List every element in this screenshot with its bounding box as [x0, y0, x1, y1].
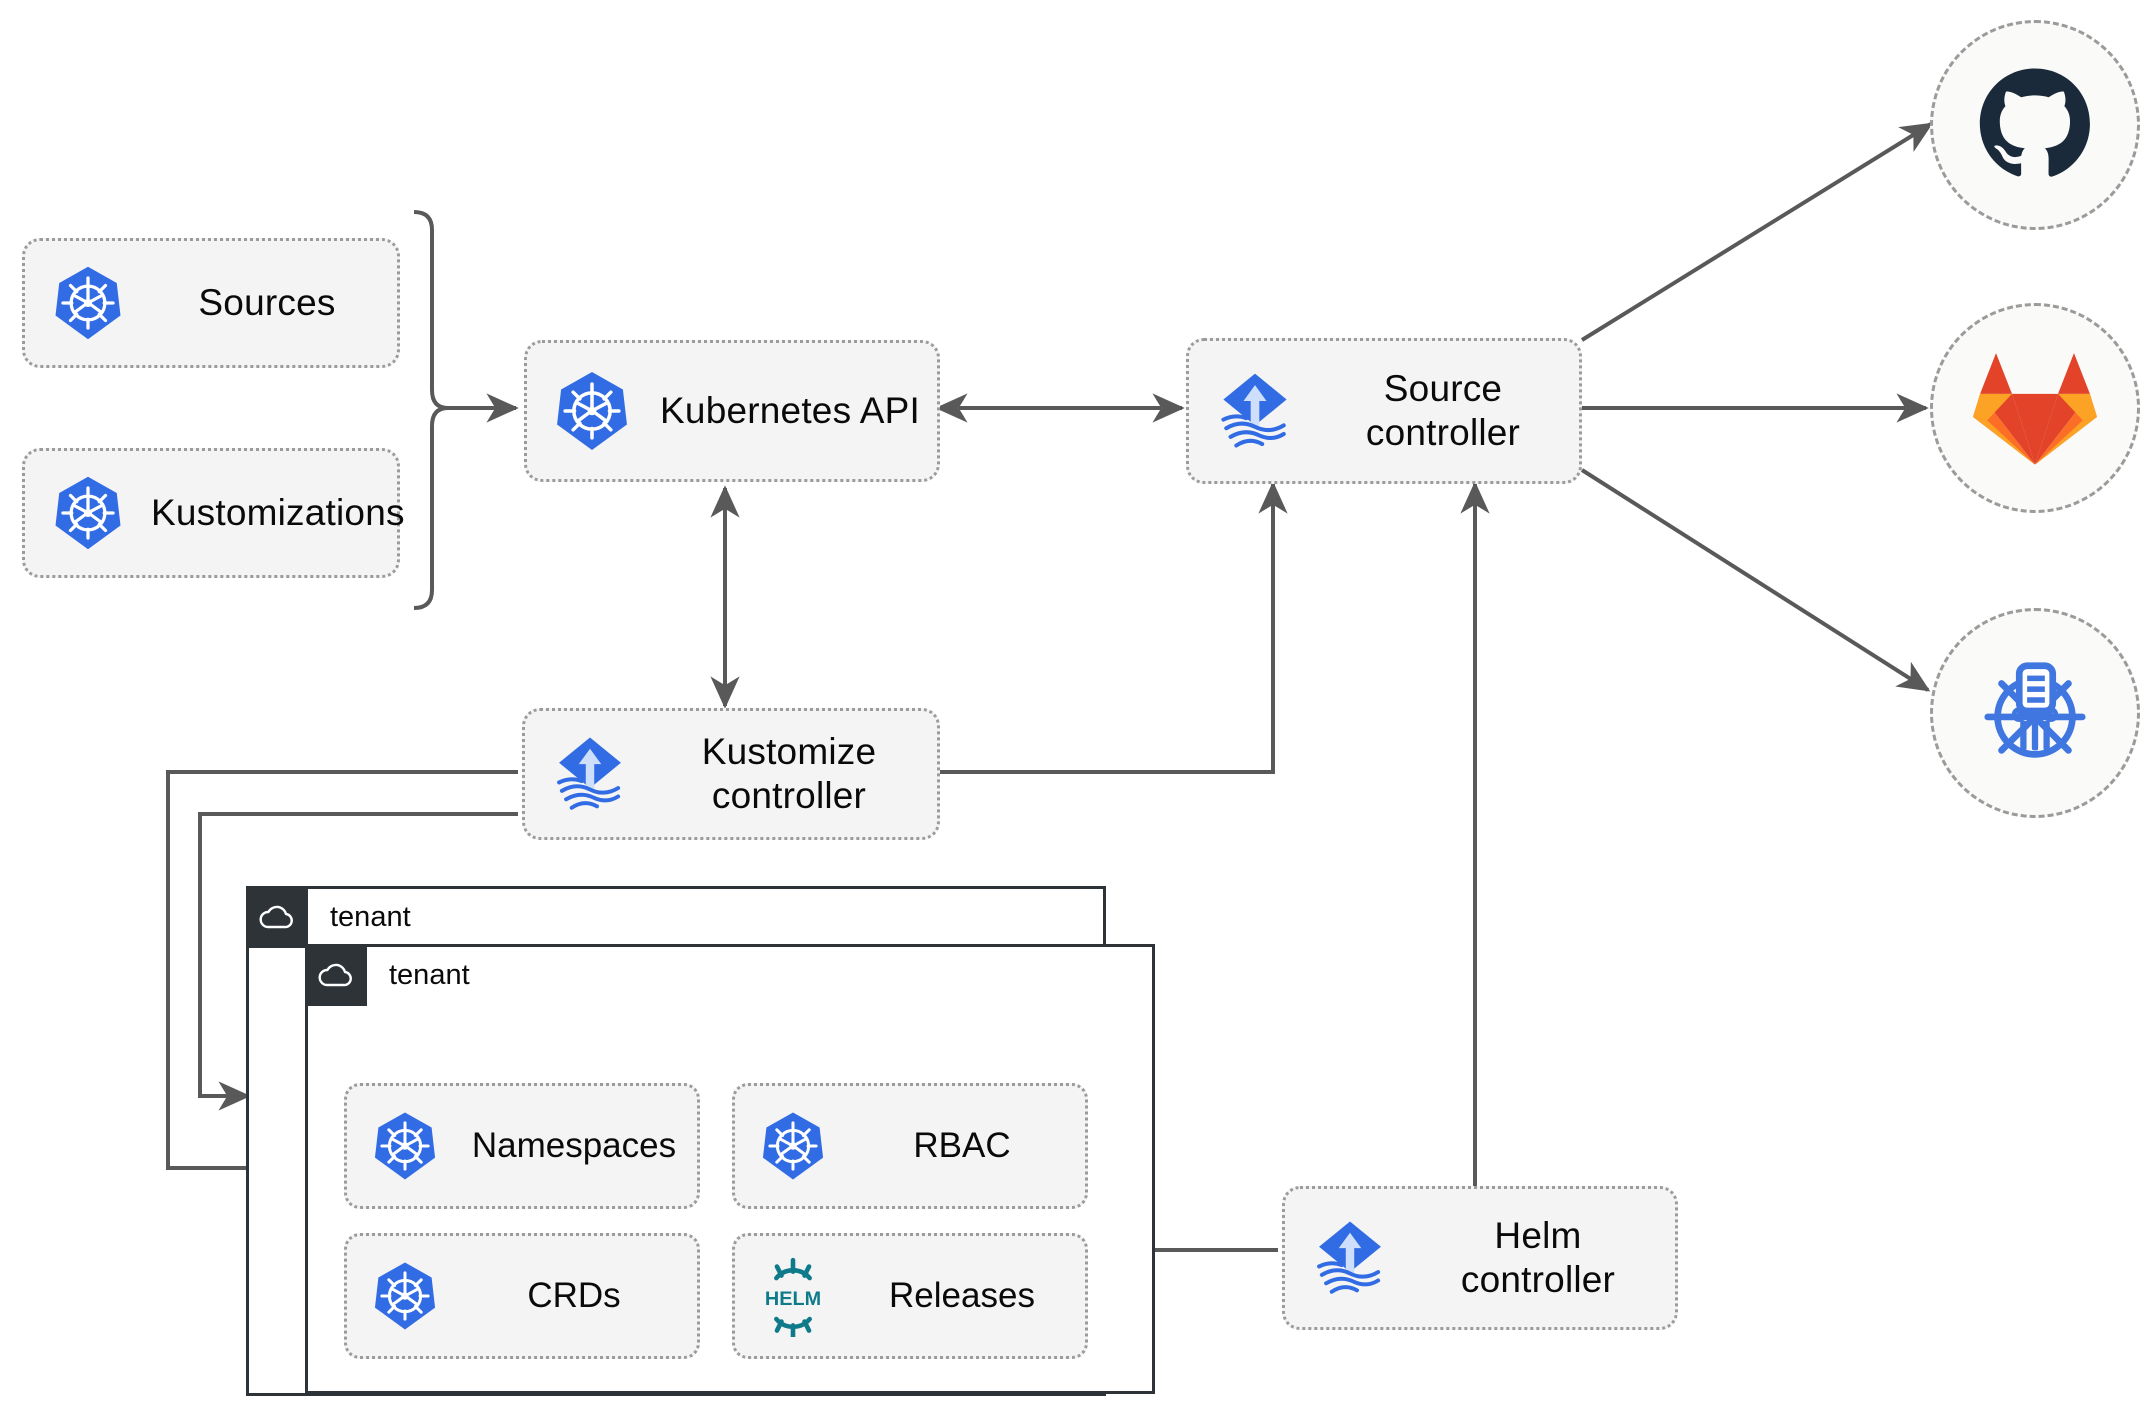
- gitlab-icon: [1973, 353, 2097, 465]
- flux-icon: [525, 729, 655, 819]
- provider-github[interactable]: [1930, 20, 2140, 230]
- tenant-tab-inner: tenant: [305, 944, 470, 1006]
- helm-controller-line2: controller: [1460, 1259, 1616, 1300]
- kubernetes-icon: [25, 263, 151, 343]
- kubernetes-icon: [347, 1259, 463, 1333]
- tenant-resource-rbac-label: RBAC: [913, 1126, 1011, 1165]
- tenant-resource-releases[interactable]: HELM Releases: [732, 1233, 1088, 1359]
- tenant-resource-namespaces[interactable]: Namespaces: [344, 1083, 700, 1209]
- node-kustomizations-label: Kustomizations: [151, 492, 405, 534]
- node-source-controller-label: Source controller: [1321, 367, 1579, 454]
- cloud-icon: [246, 886, 308, 948]
- flux-icon: [1189, 365, 1321, 457]
- source-controller-line1: Source: [1383, 368, 1503, 410]
- tenant-tab-outer-label: tenant: [330, 900, 411, 933]
- tenant-resource-crds-label: CRDs: [527, 1276, 621, 1315]
- node-helm-controller[interactable]: Helm controller: [1282, 1186, 1678, 1330]
- tenant-panel-inner[interactable]: tenant Na: [305, 944, 1155, 1394]
- helm-registry-icon: [1984, 662, 2086, 758]
- node-kubernetes-api-label: Kubernetes API: [660, 390, 920, 432]
- tenant-tab-outer: tenant: [246, 886, 411, 948]
- tenant-tab-inner-label: tenant: [389, 958, 470, 991]
- kustomize-controller-line1: Kustomize: [701, 731, 877, 773]
- tenant-resource-releases-label: Releases: [889, 1276, 1035, 1315]
- github-icon: [1979, 68, 2090, 177]
- flux-icon: [1285, 1213, 1415, 1303]
- provider-gitlab[interactable]: [1930, 303, 2140, 513]
- svg-text:HELM: HELM: [765, 1288, 821, 1310]
- node-sources-label: Sources: [198, 282, 336, 324]
- helm-icon: HELM: [735, 1255, 851, 1337]
- tenant-resource-namespaces-label: Namespaces: [471, 1126, 677, 1165]
- node-source-controller[interactable]: Source controller: [1186, 338, 1582, 484]
- cloud-icon: [305, 944, 367, 1006]
- provider-helm-repository[interactable]: [1930, 608, 2140, 818]
- tenant-resource-rbac[interactable]: RBAC: [732, 1083, 1088, 1209]
- node-helm-controller-label: Helm controller: [1415, 1214, 1675, 1301]
- node-kustomize-controller-label: Kustomize controller: [655, 730, 937, 817]
- node-sources[interactable]: Sources: [22, 238, 400, 368]
- kubernetes-icon: [527, 368, 657, 454]
- kubernetes-icon: [347, 1109, 463, 1183]
- kubernetes-icon: [25, 473, 151, 553]
- helm-controller-line1: Helm: [1494, 1215, 1582, 1257]
- tenant-resource-crds[interactable]: CRDs: [344, 1233, 700, 1359]
- source-controller-line2: controller: [1365, 412, 1521, 453]
- node-kustomizations[interactable]: Kustomizations: [22, 448, 405, 578]
- kustomize-controller-line2: controller: [711, 775, 867, 816]
- node-kustomize-controller[interactable]: Kustomize controller: [522, 708, 940, 840]
- kubernetes-icon: [735, 1109, 851, 1183]
- node-kubernetes-api[interactable]: Kubernetes API: [524, 340, 940, 482]
